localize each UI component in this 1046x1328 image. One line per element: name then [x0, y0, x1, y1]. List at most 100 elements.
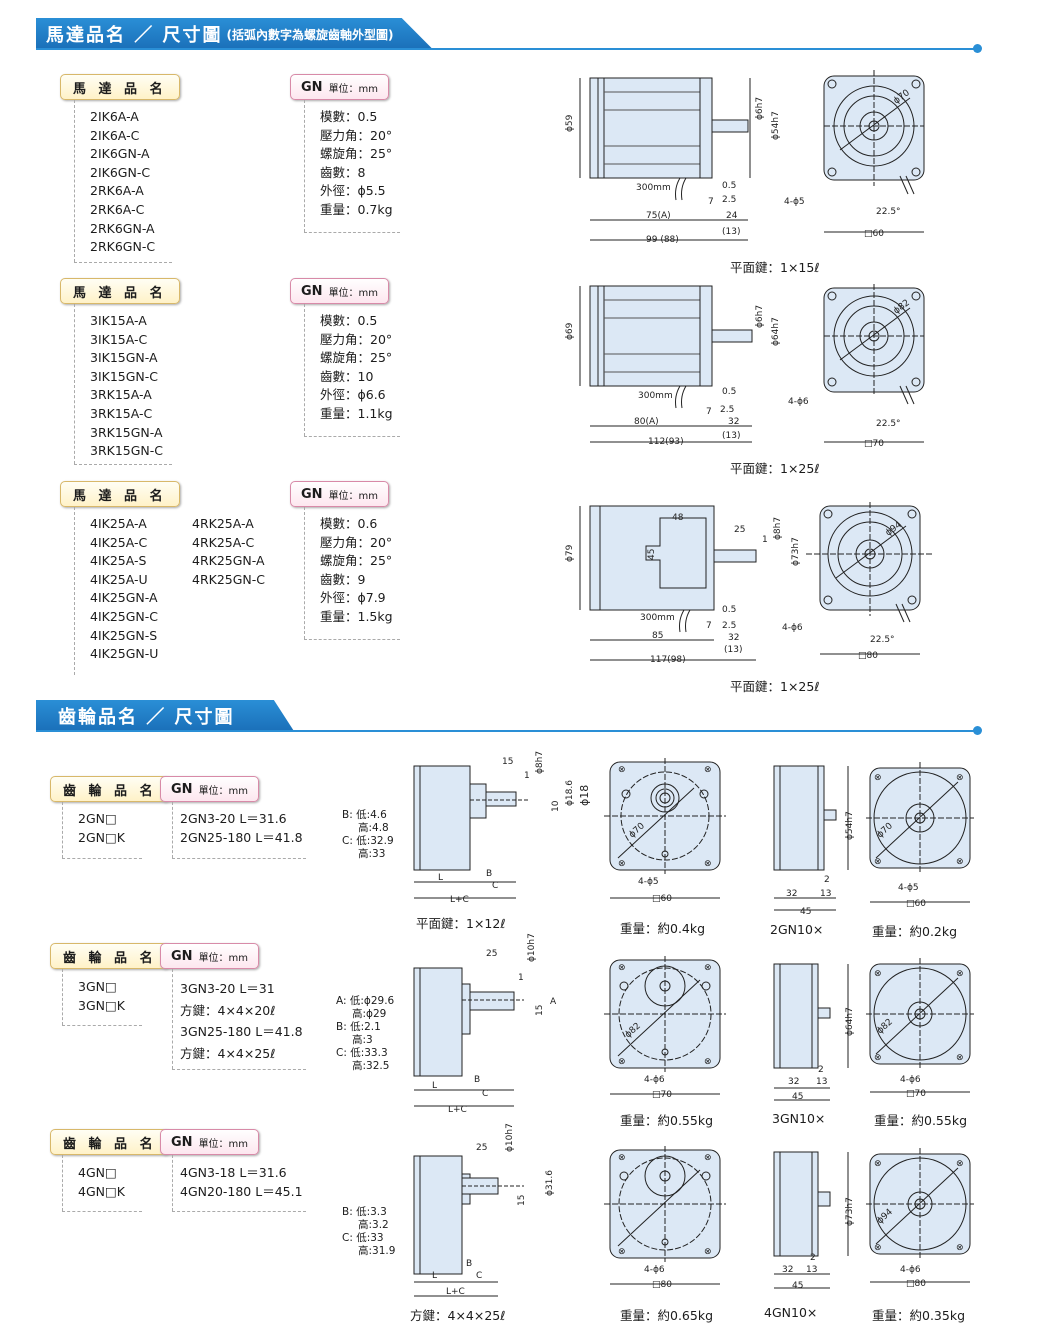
section-title-motor: 馬達品名 ／ 尺寸圖(括弧內數字為螺旋齒軸外型圖)	[36, 18, 434, 50]
svg-text:2: 2	[818, 1065, 824, 1075]
motor-2-front-drawing: ϕ82 4-ϕ6 22.5° □70	[788, 284, 925, 449]
svg-text:10: 10	[551, 800, 561, 812]
svg-text:□80: □80	[858, 651, 878, 661]
svg-text:2: 2	[810, 1253, 816, 1263]
gear-model-list: 2GN□2GN□K	[78, 811, 125, 845]
svg-text:C: C	[492, 881, 498, 891]
svg-text:4-ϕ6: 4-ϕ6	[900, 1265, 921, 1275]
section-title-gear: 齒輪品名 ／ 尺寸圖	[36, 700, 295, 732]
svg-text:1: 1	[518, 973, 524, 983]
svg-text:□60: □60	[864, 229, 884, 239]
svg-text:□60: □60	[906, 899, 926, 909]
svg-text:75(A): 75(A)	[646, 211, 671, 221]
svg-text:ϕ59: ϕ59	[565, 114, 575, 132]
svg-text:⊗: ⊗	[704, 1247, 712, 1257]
section-subtitle: (括弧內數字為螺旋齒軸外型圖)	[226, 27, 394, 42]
gear-model-list: 3GN□3GN□K	[78, 979, 125, 1013]
svg-text:B: B	[466, 1259, 472, 1269]
svg-text:13: 13	[816, 1077, 827, 1087]
svg-text:7: 7	[708, 197, 714, 207]
svg-text:117(98): 117(98)	[650, 655, 686, 665]
svg-text:⊗: ⊗	[956, 1243, 964, 1253]
svg-text:L: L	[438, 873, 443, 883]
svg-text:45: 45	[647, 549, 657, 560]
decelerator-2-front-drawing: ⊗⊗⊗⊗ ϕ82 4-ϕ6 □70	[866, 958, 974, 1099]
svg-text:(13): (13)	[722, 431, 740, 441]
motor-name-label: 馬 達 品 名	[60, 481, 180, 507]
svg-text:⊗: ⊗	[874, 1159, 882, 1169]
svg-text:ϕ10h7: ϕ10h7	[505, 1123, 515, 1152]
svg-text:B: B	[486, 869, 492, 879]
svg-text:32: 32	[788, 1077, 799, 1087]
svg-text:ϕ69: ϕ69	[565, 322, 575, 340]
svg-text:4-ϕ5: 4-ϕ5	[898, 883, 919, 893]
decelerator-1-name: 2GN10×	[770, 922, 824, 937]
gear-1-front-drawing: ⊗⊗⊗⊗ ϕ70 4-ϕ5 □60	[604, 758, 726, 904]
svg-text:99 (88): 99 (88)	[646, 235, 679, 245]
section-title-text: 馬達品名 ／ 尺寸圖	[46, 25, 223, 46]
svg-text:(13): (13)	[722, 227, 740, 237]
svg-text:32: 32	[728, 417, 739, 427]
gear-1-key: 平面鍵：1×12ℓ	[416, 916, 506, 931]
svg-text:⊗: ⊗	[618, 859, 626, 869]
svg-text:⊗: ⊗	[618, 1057, 626, 1067]
svg-text:ϕ79: ϕ79	[565, 544, 575, 562]
gear-3-front-drawing: ⊗⊗⊗⊗ 4-ϕ6 □80	[604, 1146, 726, 1290]
decelerator-3-weight: 重量：約0.35kg	[872, 1308, 966, 1323]
svg-text:32: 32	[782, 1265, 793, 1275]
svg-text:4-ϕ6: 4-ϕ6	[644, 1075, 665, 1085]
svg-text:⊗: ⊗	[874, 969, 882, 979]
svg-text:L+C: L+C	[450, 895, 469, 905]
motor-2-key: 平面鍵：1×25ℓ	[730, 461, 820, 476]
svg-text:C: C	[476, 1271, 482, 1281]
svg-text:15: 15	[517, 1195, 527, 1206]
svg-text:ϕ73h7: ϕ73h7	[845, 1197, 855, 1226]
svg-text:⊗: ⊗	[618, 1247, 626, 1257]
svg-text:ϕ8h7: ϕ8h7	[535, 751, 545, 774]
gear-1-side-drawing: 15 1 ϕ8h7 10 ϕ18.6 ϕ18 L BC L+C	[413, 751, 591, 905]
svg-text:300mm: 300mm	[638, 391, 673, 401]
svg-text:□70: □70	[864, 439, 884, 449]
svg-text:1: 1	[762, 535, 768, 545]
svg-text:4-ϕ6: 4-ϕ6	[900, 1075, 921, 1085]
svg-text:□80: □80	[906, 1279, 926, 1289]
svg-text:15: 15	[535, 1005, 545, 1016]
svg-text:L+C: L+C	[446, 1287, 465, 1297]
svg-text:⊗: ⊗	[874, 1053, 882, 1063]
svg-text:7: 7	[706, 407, 712, 417]
svg-text:4-ϕ6: 4-ϕ6	[782, 623, 803, 633]
svg-text:1: 1	[524, 771, 530, 781]
svg-text:32: 32	[786, 889, 797, 899]
svg-text:⊗: ⊗	[956, 1053, 964, 1063]
svg-text:15: 15	[502, 757, 513, 767]
svg-text:24: 24	[726, 211, 738, 221]
svg-text:□80: □80	[652, 1280, 672, 1290]
gear-2-front-drawing: ⊗⊗⊗⊗ ϕ82 4-ϕ6 □70	[604, 956, 726, 1100]
decelerator-2-weight: 重量：約0.55kg	[874, 1113, 968, 1128]
svg-text:0.5: 0.5	[722, 605, 736, 615]
svg-text:ϕ54h7: ϕ54h7	[771, 111, 781, 140]
motor-name-label: 馬 達 品 名	[60, 74, 180, 100]
svg-text:2: 2	[824, 875, 830, 885]
svg-text:⊗: ⊗	[956, 1159, 964, 1169]
svg-text:□70: □70	[906, 1089, 926, 1099]
svg-text:B: B	[474, 1075, 480, 1085]
svg-text:ϕ64h7: ϕ64h7	[771, 317, 781, 346]
svg-text:ϕ54h7: ϕ54h7	[845, 811, 855, 840]
section-dot	[973, 44, 982, 53]
gear-model-list: 4GN□4GN□K	[78, 1165, 125, 1199]
svg-text:C: C	[482, 1089, 488, 1099]
svg-text:⊗: ⊗	[704, 859, 712, 869]
svg-text:85: 85	[652, 631, 663, 641]
